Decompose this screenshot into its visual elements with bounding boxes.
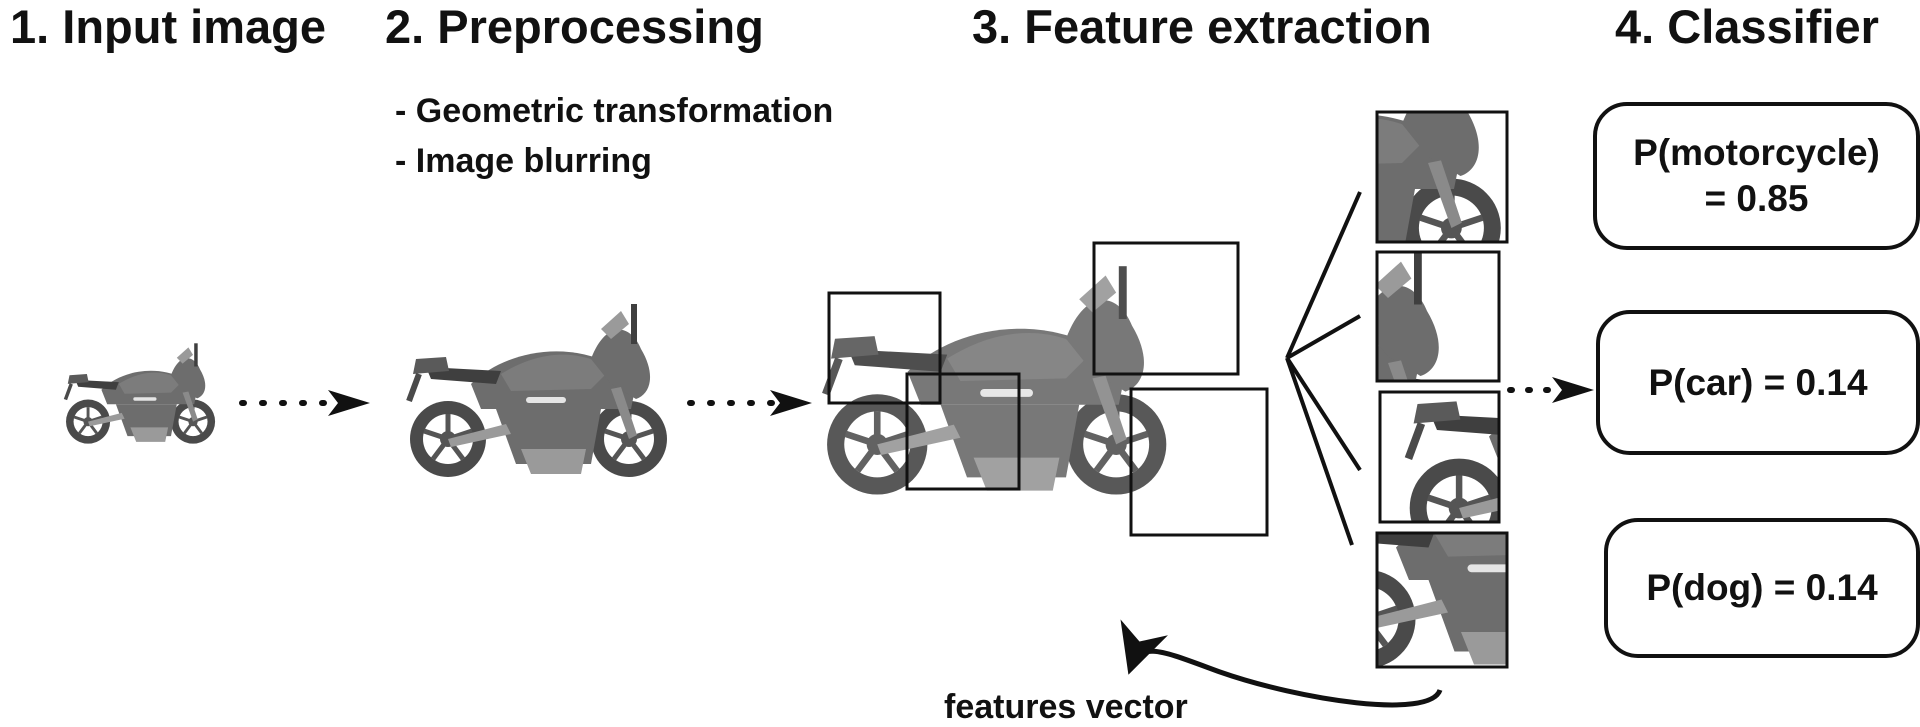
dotted-arrow-icon xyxy=(239,390,370,416)
feature-crop xyxy=(1375,531,1509,669)
classifier-output-dog: P(dog) = 0.14 xyxy=(1604,518,1920,658)
feature-region-box xyxy=(1129,387,1269,537)
dotted-arrow-icon xyxy=(1507,377,1594,403)
classifier-output-value: = 0.85 xyxy=(1704,178,1809,219)
classifier-output-label: P(car) = 0.14 xyxy=(1648,361,1868,403)
title-input-image: 1. Input image xyxy=(10,0,326,53)
feature-connector-lines xyxy=(1285,191,1362,546)
preprocessing-step: - Geometric transformation xyxy=(395,92,834,130)
features-vector-arrow xyxy=(1120,619,1443,708)
feature-region-box xyxy=(905,372,1021,491)
motorcycle-icon xyxy=(63,341,217,446)
feature-crop xyxy=(1375,110,1509,244)
classifier-output-label: P(motorcycle) xyxy=(1633,132,1880,173)
title-preprocessing: 2. Preprocessing xyxy=(385,0,764,53)
feature-crop xyxy=(1375,250,1501,383)
feature-region-box xyxy=(827,291,942,405)
feature-crop xyxy=(1378,390,1501,524)
feature-region-box xyxy=(1092,241,1240,376)
title-classifier: 4. Classifier xyxy=(1615,0,1879,53)
motorcycle-icon xyxy=(409,304,667,477)
classifier-output-car: P(car) = 0.14 xyxy=(1596,310,1920,455)
classifier-output-motorcycle: P(motorcycle) = 0.85 xyxy=(1593,102,1920,250)
preprocessing-step: - Image blurring xyxy=(395,142,652,180)
motorcycle-icon xyxy=(826,266,1167,494)
dotted-arrow-icon xyxy=(687,390,812,416)
classifier-output-label: P(dog) = 0.14 xyxy=(1646,567,1878,608)
preprocessing-steps-list: - Geometric transformation - Image blurr… xyxy=(395,86,833,186)
title-feature-extraction: 3. Feature extraction xyxy=(972,0,1432,53)
features-vector-label: features vector xyxy=(944,688,1188,726)
